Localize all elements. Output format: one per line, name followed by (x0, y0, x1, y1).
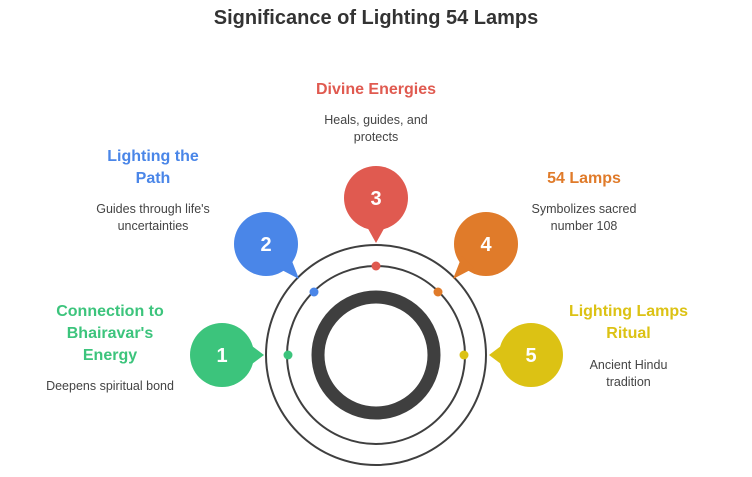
orbit-dot-4 (433, 287, 443, 297)
item-2-label: Lighting the Path (107, 148, 199, 187)
item-5-label: Lighting Lamps Ritual (568, 303, 689, 342)
bubble-2-number: 2 (260, 234, 271, 256)
item-4-description: Symbolizes sacred number 108 (531, 202, 637, 233)
orbit-dot-2 (309, 287, 319, 297)
item-4-label: 54 Lamps (547, 170, 621, 187)
bubble-4-number: 4 (480, 234, 492, 256)
orbit-dot-1 (283, 350, 293, 360)
bubble-3-number: 3 (370, 188, 381, 210)
orbit-dot-3 (371, 261, 381, 271)
page-title: Significance of Lighting 54 Lamps (213, 7, 539, 29)
bubble-5: 5 (489, 323, 563, 387)
bubble-3: 3 (344, 166, 408, 243)
item-3-description: Heals, guides, and protects (324, 113, 428, 144)
bubble-1: 1 (190, 323, 264, 387)
item-1-label: Connection to Bhairavar's Energy (56, 303, 164, 364)
bubble-4: 4 (453, 212, 518, 279)
item-5-description: Ancient Hindu tradition (589, 358, 668, 389)
core-ring (311, 290, 441, 420)
outer-orbit (265, 244, 487, 466)
bubble-5-number: 5 (525, 345, 536, 367)
item-2-description: Guides through life's uncertainties (96, 202, 210, 233)
item-1-description: Deepens spiritual bond (46, 379, 174, 393)
item-3-label: Divine Energies (315, 81, 437, 98)
orbit-dot-5 (459, 350, 469, 360)
bubble-2: 2 (234, 212, 299, 279)
bubble-1-number: 1 (216, 345, 227, 367)
